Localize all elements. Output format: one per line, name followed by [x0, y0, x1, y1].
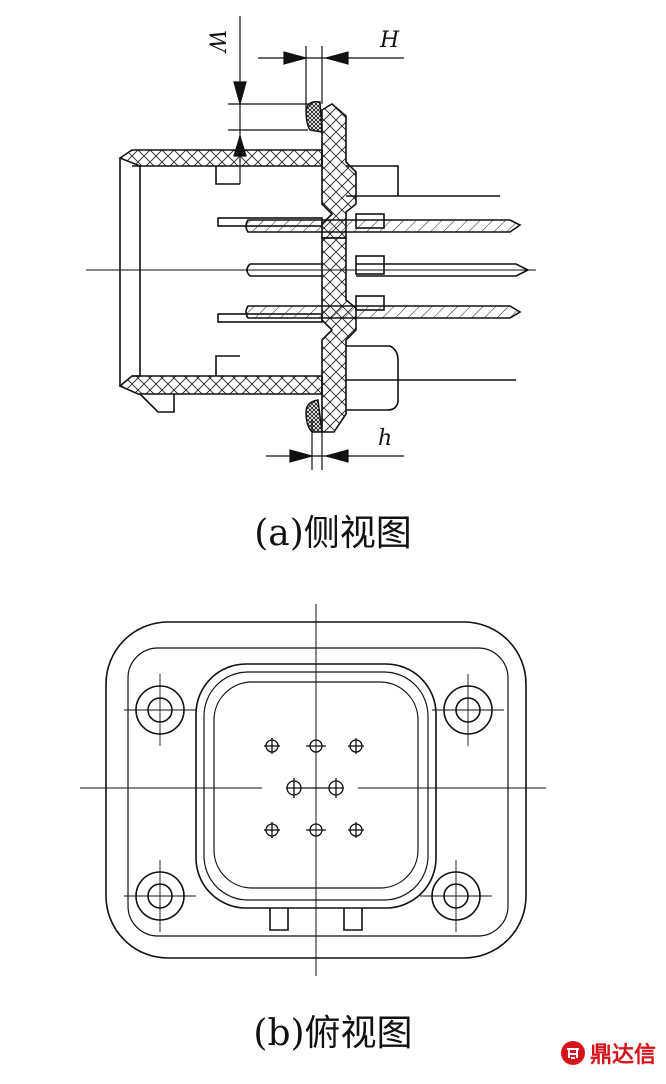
mount-hole-top-left [124, 674, 196, 746]
pin-top [217, 217, 522, 233]
side-view [86, 100, 536, 433]
mount-hole-bottom-right [420, 860, 492, 932]
logo-icon [561, 1041, 585, 1065]
caption-side-view: (a)侧视图 [254, 513, 412, 554]
dimension-label-W: W [203, 29, 229, 53]
latch-left [269, 908, 289, 931]
dimension-h [266, 420, 404, 470]
logo-text: 鼎达信 [590, 1043, 657, 1068]
rear-body [346, 165, 516, 411]
mount-hole-top-right [432, 674, 504, 746]
top-view [80, 604, 546, 976]
pin-holes [264, 738, 364, 838]
seal-top [305, 100, 323, 133]
dimension-H [258, 46, 404, 110]
watermark-logo: 鼎达信 [560, 1036, 656, 1070]
dimension-label-H: H [380, 28, 400, 53]
seal-bottom [305, 399, 323, 433]
housing-shell [118, 149, 323, 413]
mount-hole-bottom-left [124, 860, 196, 932]
latch-right [343, 908, 363, 931]
flange [321, 103, 357, 433]
dimension-W [228, 16, 312, 184]
dimension-label-h: h [378, 426, 393, 451]
inner-frame [127, 647, 509, 937]
pin-bottom [217, 305, 522, 323]
caption-top-view: (b)俯视图 [253, 1013, 413, 1054]
